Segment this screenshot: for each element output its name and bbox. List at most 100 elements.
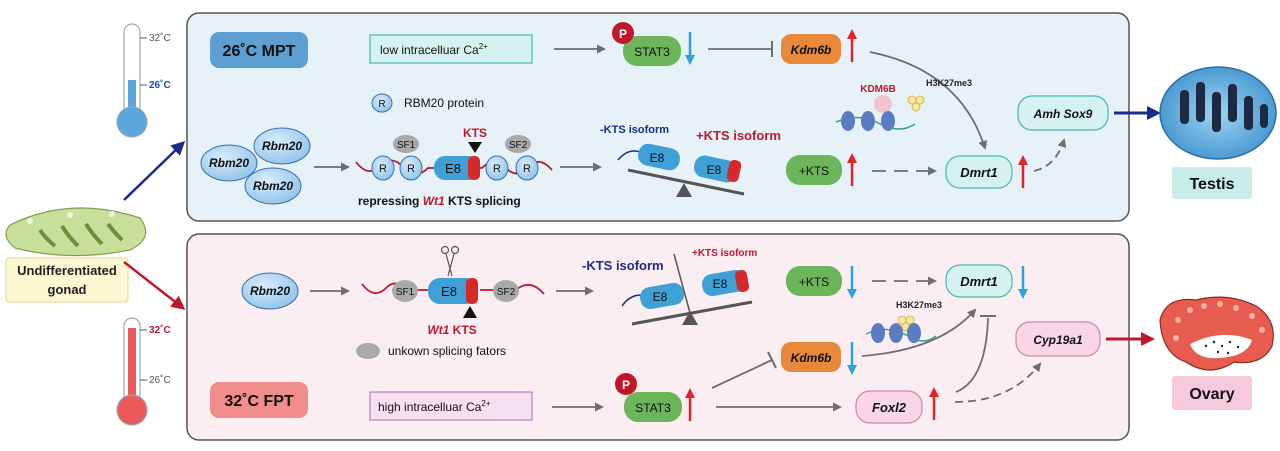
sf1-bottom <box>392 280 418 302</box>
ovary-label-box <box>1172 376 1252 410</box>
dmrt1-top-pill <box>945 155 1013 189</box>
ovary-label: Ovary <box>1189 386 1234 403</box>
isoform-bottom-plus-exon <box>702 269 746 297</box>
kdm6b-top-pill <box>781 34 841 64</box>
isoform-top-minus-exon <box>638 143 680 171</box>
plus-kts-top-pill <box>786 155 842 185</box>
plus-kts-top-label: +KTS <box>799 164 829 178</box>
fpt-label: 32˚C FPT <box>224 393 294 410</box>
sf2-top <box>505 135 531 153</box>
dmrt1-bottom-label: Dmrt1 <box>960 274 998 289</box>
bottom-panel <box>186 233 1130 441</box>
cyp19a1-pill <box>1015 321 1101 357</box>
repress-caption: repressing Wt1 KTS splicing <box>358 194 521 208</box>
h3k27me3-bottom-label: H3K27me3 <box>896 300 942 310</box>
thermo-bottom-low-label: 26˚C <box>149 374 171 386</box>
mpt-badge <box>210 32 308 68</box>
top-panel <box>186 12 1130 222</box>
low-calcium-label: low intracelluar Ca2+ <box>380 42 488 57</box>
rbm20-blob-1 <box>253 127 311 165</box>
exon-bottom <box>428 278 478 304</box>
rbm20-legend-icon <box>371 93 393 113</box>
sf2-top-label: SF2 <box>509 140 528 151</box>
sf1-top-label: SF1 <box>397 140 416 151</box>
arrow-kdm6b-dmrt1-bottom <box>861 308 977 357</box>
rbm20-legend-label: RBM20 protein <box>404 96 484 110</box>
cyp19a1-label: Cyp19a1 <box>1033 333 1083 347</box>
inhibit-foxl2-dmrt1 <box>955 317 989 393</box>
nucleosome-top-icon <box>835 111 916 131</box>
plus-isoform-bottom-label: +KTS isoform <box>692 248 757 259</box>
balance-beam-top <box>627 168 745 196</box>
h3k27me3-top-label: H3K27me3 <box>926 78 972 88</box>
fpt-badge <box>210 382 308 418</box>
r-top-2-label: R <box>407 163 415 175</box>
balance-post-bottom <box>673 253 691 314</box>
mpt-label: 26˚C MPT <box>223 43 296 60</box>
isoform-top-plus-kts <box>726 159 742 183</box>
inhibit-bar-bottom <box>767 351 777 369</box>
r-top-3-label: R <box>493 163 501 175</box>
kdm6b-bottom-label: Kdm6b <box>791 351 832 365</box>
unknown-factor-icon <box>356 343 380 359</box>
unknown-factor-label: unkown splicing fators <box>388 344 506 358</box>
exon-bottom-label: E8 <box>441 284 457 299</box>
plus-kts-bottom-pill <box>786 266 842 296</box>
gonad-label-line1: Undifferentiated <box>17 263 117 278</box>
sf1-top <box>393 135 419 153</box>
kts-top-label: KTS <box>463 126 487 140</box>
isoform-bottom-plus-label: E8 <box>713 277 728 291</box>
foxl2-label: Foxl2 <box>872 400 907 415</box>
gonad-icon <box>5 207 147 257</box>
sf2-bottom-label: SF2 <box>497 287 516 298</box>
ovary-icon <box>1159 296 1274 371</box>
rbm20-blob-1-label: Rbm20 <box>262 139 302 153</box>
high-calcium-box <box>369 391 533 421</box>
exon-top-label: E8 <box>445 161 461 176</box>
rbm20-legend-symbol: R <box>378 99 385 110</box>
isoform-bottom-minus-label: E8 <box>653 290 668 304</box>
kts-pointer-bottom <box>463 306 477 318</box>
kdm6b-protein-label: KDM6B <box>860 84 896 95</box>
r-top-4-label: R <box>523 163 531 175</box>
minus-isoform-bottom-label: -KTS isoform <box>582 258 664 273</box>
isoform-top-minus-label: E8 <box>650 151 665 165</box>
balance-pivot-top <box>676 183 692 197</box>
low-calcium-box <box>369 34 533 64</box>
inhibit-stat3-kdm6b-bottom <box>711 359 773 389</box>
scissors-icon <box>440 245 460 277</box>
wt1-kts-label: Wt1 KTS <box>427 323 476 337</box>
kts-segment-bottom <box>466 278 478 304</box>
nucleosome-bottom-icon <box>865 323 937 343</box>
sf1-bottom-label: SF1 <box>396 287 415 298</box>
kts-segment-top <box>468 156 480 180</box>
gonad-to-top-arrow <box>123 140 186 201</box>
dmrt1-top-label: Dmrt1 <box>960 165 998 180</box>
arrow-kdm6b-dmrt1-top <box>869 51 988 150</box>
isoform-top-minus-strand <box>617 150 641 161</box>
thermo-top-low-label: 26˚C <box>149 79 171 91</box>
minus-isoform-top-label: -KTS isoform <box>600 124 669 136</box>
dmrt1-bottom-pill <box>945 264 1013 298</box>
kdm6b-bottom-pill <box>781 342 841 372</box>
thermo-top-high-label: 32˚C <box>149 32 171 44</box>
stat3-bottom-pill <box>624 392 682 422</box>
testis-label-box <box>1172 167 1252 199</box>
methyl-hexagon-icon <box>907 95 925 112</box>
plus-kts-bottom-label: +KTS <box>799 275 829 289</box>
r-top-1 <box>371 155 395 181</box>
rbm20-blob-3 <box>244 167 302 205</box>
gonad-label-box <box>5 257 129 303</box>
isoform-top-plus-label: E8 <box>707 163 722 177</box>
rbm20-blob-3-label: Rbm20 <box>253 179 293 193</box>
thermometer-warm-icon <box>116 317 148 426</box>
r-top-1-label: R <box>379 163 387 175</box>
foxl2-pill <box>855 390 923 424</box>
r-top-3 <box>485 155 509 181</box>
phospho-top-label: P <box>619 27 627 41</box>
balance-pivot-bottom <box>682 311 698 325</box>
isoform-bottom-plus-kts <box>734 269 750 293</box>
stat3-top-pill <box>623 36 681 66</box>
kts-pointer-top <box>468 142 482 153</box>
testis-label: Testis <box>1189 176 1234 193</box>
